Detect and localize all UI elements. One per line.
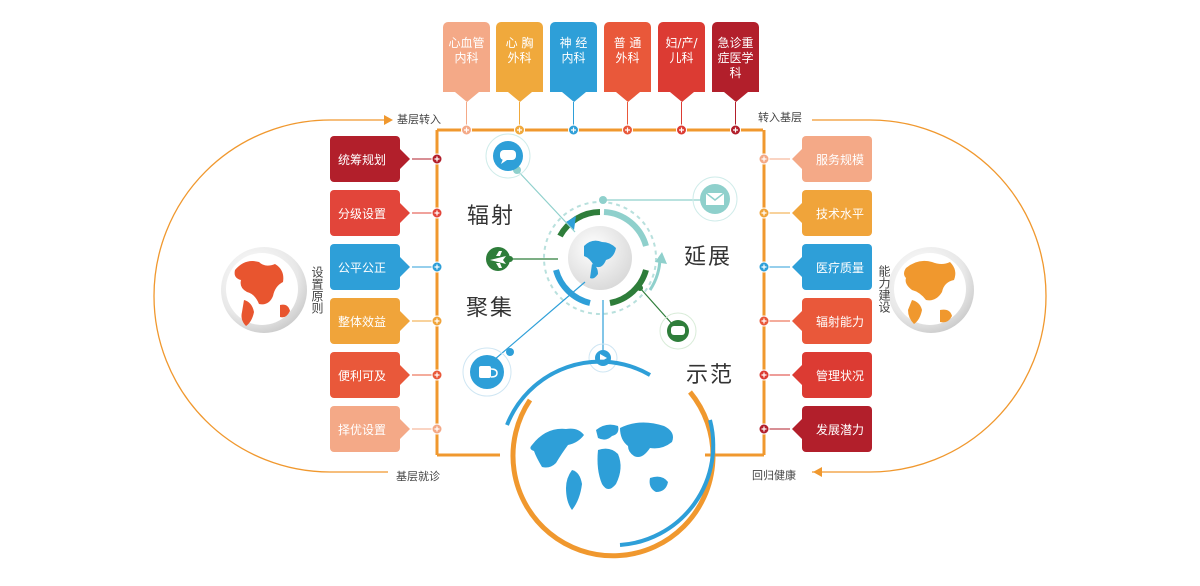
plus-icon bbox=[434, 210, 440, 216]
center-label-radiate: 辐射 bbox=[467, 204, 516, 229]
side-title-right: 能力建设 bbox=[877, 265, 891, 313]
principle-box: 择优设置 bbox=[330, 406, 410, 452]
plus-icon bbox=[761, 318, 767, 324]
plus-icon bbox=[761, 210, 767, 216]
plus-icon bbox=[733, 127, 738, 133]
capability-box: 技术水平 bbox=[792, 190, 872, 236]
plus-icon bbox=[434, 426, 440, 432]
plus-icon bbox=[464, 127, 469, 133]
principle-box: 整体效益 bbox=[330, 298, 410, 344]
top-connectors bbox=[461, 102, 741, 136]
capability-box: 医疗质量 bbox=[792, 244, 872, 290]
flow-loop-right bbox=[812, 119, 1047, 473]
department-box: 神 经 内科 bbox=[550, 22, 597, 102]
plane-icon bbox=[486, 247, 510, 271]
center-label-gather: 聚集 bbox=[466, 296, 515, 321]
plus-icon bbox=[517, 127, 522, 133]
principle-box: 便利可及 bbox=[330, 352, 410, 398]
plus-icon bbox=[434, 372, 440, 378]
department-box: 急诊重 症医学 科 bbox=[712, 22, 759, 102]
principle-box: 公平公正 bbox=[330, 244, 410, 290]
flow-label-top-right: 转入基层 bbox=[758, 111, 802, 124]
center-label-demo: 示范 bbox=[686, 363, 735, 388]
coffee-cup-icon bbox=[462, 347, 512, 397]
plus-icon bbox=[761, 264, 767, 270]
department-box: 普 通 外科 bbox=[604, 22, 651, 102]
world-map bbox=[505, 359, 716, 559]
center-hub bbox=[543, 201, 667, 315]
plus-icon bbox=[571, 127, 576, 133]
flow-label-top-left: 基层转入 bbox=[397, 113, 441, 126]
left-globe-icon bbox=[221, 247, 307, 333]
flow-label-bottom-left: 基层就诊 bbox=[396, 470, 440, 483]
plus-icon bbox=[434, 156, 440, 162]
principle-box: 统筹规划 bbox=[330, 136, 410, 182]
capability-box: 管理状况 bbox=[792, 352, 872, 398]
flow-loop-left bbox=[153, 119, 388, 473]
arrow-bottom-right bbox=[813, 467, 822, 477]
plus-icon bbox=[434, 318, 440, 324]
department-box: 妇/产/ 儿科 bbox=[658, 22, 705, 102]
plus-icon bbox=[434, 264, 440, 270]
chat-icon bbox=[485, 133, 531, 179]
plus-icon bbox=[761, 426, 767, 432]
department-box: 心血管 内科 bbox=[443, 22, 490, 102]
plus-icon bbox=[679, 127, 684, 133]
right-connectors bbox=[758, 153, 790, 435]
plus-icon bbox=[761, 156, 767, 162]
capability-box: 辐射能力 bbox=[792, 298, 872, 344]
left-connectors bbox=[412, 153, 443, 435]
right-globe-icon bbox=[888, 247, 974, 333]
message-icon bbox=[659, 312, 697, 350]
side-title-left: 设置原则 bbox=[310, 266, 324, 314]
capability-box: 服务规模 bbox=[792, 136, 872, 182]
principle-box: 分级设置 bbox=[330, 190, 410, 236]
arrow-top-left bbox=[384, 115, 393, 125]
plus-icon bbox=[761, 372, 767, 378]
center-label-extend: 延展 bbox=[684, 245, 733, 270]
flow-label-bottom-right: 回归健康 bbox=[752, 469, 796, 482]
mail-icon bbox=[692, 176, 738, 222]
department-box: 心 胸 外科 bbox=[496, 22, 543, 102]
capability-box: 发展潜力 bbox=[792, 406, 872, 452]
plus-icon bbox=[625, 127, 630, 133]
